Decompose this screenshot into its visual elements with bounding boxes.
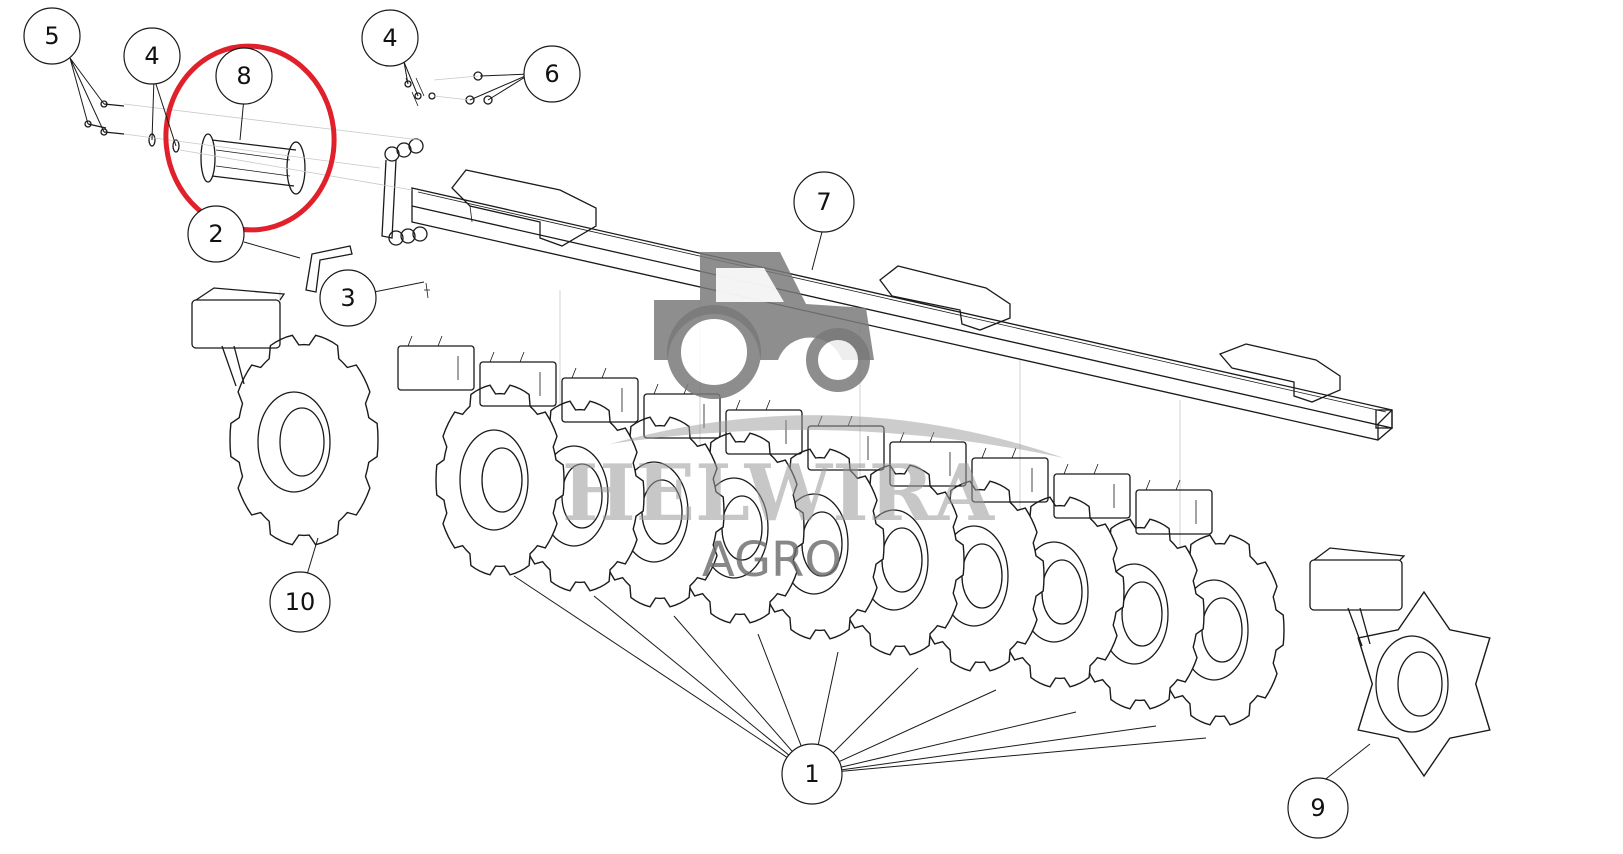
linkage-assembly xyxy=(381,71,493,299)
highlight-ring xyxy=(163,43,337,233)
spacer-tube xyxy=(200,133,306,195)
svg-text:6: 6 xyxy=(544,60,559,88)
leader-lines xyxy=(69,57,1371,783)
svg-text:3: 3 xyxy=(340,284,355,312)
end-disc-right xyxy=(1309,547,1491,778)
callout-10: 10 xyxy=(269,571,331,633)
svg-text:4: 4 xyxy=(144,42,159,70)
callout-7: 7 xyxy=(793,171,855,233)
callout-4-right: 4 xyxy=(361,9,419,67)
frame-beam xyxy=(411,169,1393,441)
mount-block xyxy=(1053,463,1131,519)
disc-gang xyxy=(435,384,1285,726)
callout-5: 5 xyxy=(23,7,81,65)
mount-block xyxy=(561,367,639,423)
callout-1: 1 xyxy=(781,743,843,805)
watermark-brand: HELWIRA xyxy=(562,448,996,539)
watermark-logo: HELWIRA AGRO xyxy=(562,252,1064,588)
tractor-rear-wheel-icon xyxy=(667,305,761,399)
callout-8: 8 xyxy=(215,47,273,105)
svg-text:1: 1 xyxy=(804,760,819,788)
svg-text:9: 9 xyxy=(1310,794,1325,822)
svg-text:8: 8 xyxy=(236,62,251,90)
mount-block xyxy=(971,447,1049,503)
mount-block xyxy=(1135,479,1213,535)
tractor-icon xyxy=(654,252,874,360)
tractor-front-wheel-icon xyxy=(806,328,870,392)
svg-text:10: 10 xyxy=(285,588,316,616)
callout-9: 9 xyxy=(1287,777,1349,839)
svg-text:4: 4 xyxy=(382,24,397,52)
callout-4-left: 4 xyxy=(123,27,181,85)
callout-3: 3 xyxy=(319,269,377,327)
svg-text:5: 5 xyxy=(44,22,59,50)
disc-blade xyxy=(435,384,565,576)
pin-part xyxy=(305,245,353,293)
swoosh-icon xyxy=(610,415,1064,458)
end-disc-left xyxy=(191,287,379,546)
svg-text:7: 7 xyxy=(816,188,831,216)
bolts-washers xyxy=(84,100,180,153)
svg-text:2: 2 xyxy=(208,220,223,248)
disc-mount-blocks xyxy=(397,335,1213,535)
mount-block xyxy=(397,335,475,391)
mount-block xyxy=(479,351,557,407)
watermark-sub: AGRO xyxy=(702,532,842,588)
callout-6: 6 xyxy=(523,45,581,103)
callout-2: 2 xyxy=(187,205,245,263)
